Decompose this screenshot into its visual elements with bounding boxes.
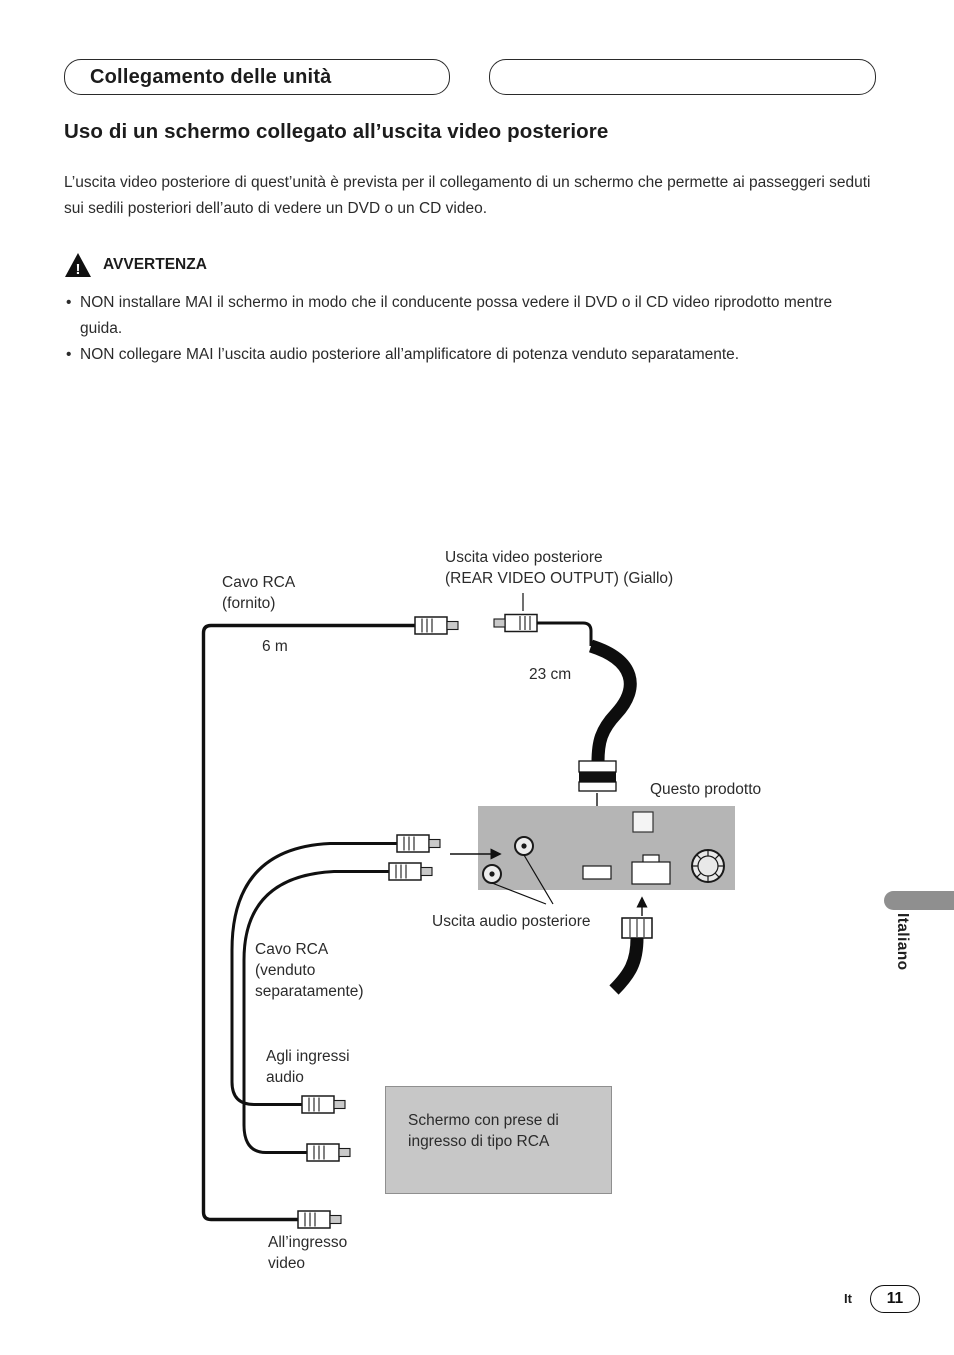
power-cable xyxy=(609,896,653,995)
rca-connector xyxy=(297,1210,342,1229)
warning-header: ! AVVERTENZA xyxy=(64,252,876,278)
rca-connector xyxy=(301,1095,346,1114)
rca-jack xyxy=(482,864,502,884)
rca-connector xyxy=(414,616,459,635)
section-title: Uso di un schermo collegato all’uscita v… xyxy=(64,120,609,143)
language-tab-marker xyxy=(884,891,954,910)
rca-connector xyxy=(396,834,441,853)
video-cable-supplied xyxy=(201,623,415,1222)
chapter-tab-label: Collegamento delle unità xyxy=(90,65,332,88)
label-rca-cable-supplied: Cavo RCA (fornito) xyxy=(222,574,296,612)
label-pointer-line xyxy=(491,854,554,905)
label-length-23cm: 23 cm xyxy=(529,666,572,683)
warning-icon: ! xyxy=(65,253,91,278)
footer-language: It xyxy=(844,1291,852,1306)
label-rca-cable-separate: Cavo RCA (venduto separatamente) xyxy=(255,941,364,1000)
label-to-video-input: All’ingresso video xyxy=(268,1234,348,1272)
chapter-tab: Collegamento delle unità xyxy=(64,59,450,95)
power-connector-port xyxy=(631,861,671,885)
warning-triangle xyxy=(65,253,91,277)
panel-rect-port xyxy=(582,865,612,880)
warning-title: AVVERTENZA xyxy=(103,256,207,273)
rca-connector xyxy=(388,862,433,881)
warning-item: NON installare MAI il schermo in modo ch… xyxy=(64,290,864,342)
page-number-badge: 11 xyxy=(870,1285,920,1313)
label-to-audio-inputs: Agli ingressi audio xyxy=(266,1048,350,1086)
cable-connector-block xyxy=(578,760,617,792)
panel-square-port xyxy=(632,811,654,833)
label-this-product: Questo prodotto xyxy=(650,781,762,798)
audio-cable-wire xyxy=(242,870,389,1154)
warning-block: ! AVVERTENZA NON installare MAI il scher… xyxy=(64,252,876,368)
intro-paragraph: L’uscita video posteriore di quest’unità… xyxy=(64,174,871,217)
screen-box: Schermo con prese di ingresso di tipo RC… xyxy=(385,1086,612,1194)
rca-jack xyxy=(514,836,534,856)
screen-box-label: Schermo con prese di ingresso di tipo RC… xyxy=(408,1112,559,1150)
label-rear-video-output: Uscita video posteriore (REAR VIDEO OUTP… xyxy=(445,549,674,587)
language-label: Italiano xyxy=(894,913,911,971)
thick-cable xyxy=(588,639,637,763)
warning-glyph: ! xyxy=(76,261,81,278)
label-length-6m: 6 m xyxy=(262,638,288,655)
product-rear-panel xyxy=(478,806,735,890)
chapter-tab-empty xyxy=(489,59,876,95)
din-connector xyxy=(691,849,725,883)
warning-item: NON collegare MAI l’uscita audio posteri… xyxy=(64,342,864,368)
label-rear-audio-output: Uscita audio posteriore xyxy=(432,913,591,930)
rca-connector xyxy=(306,1143,351,1162)
rear-video-lead xyxy=(537,621,593,646)
page-number: 11 xyxy=(886,1290,904,1307)
warning-list: NON installare MAI il schermo in modo ch… xyxy=(64,290,864,368)
rca-connector xyxy=(493,613,538,633)
